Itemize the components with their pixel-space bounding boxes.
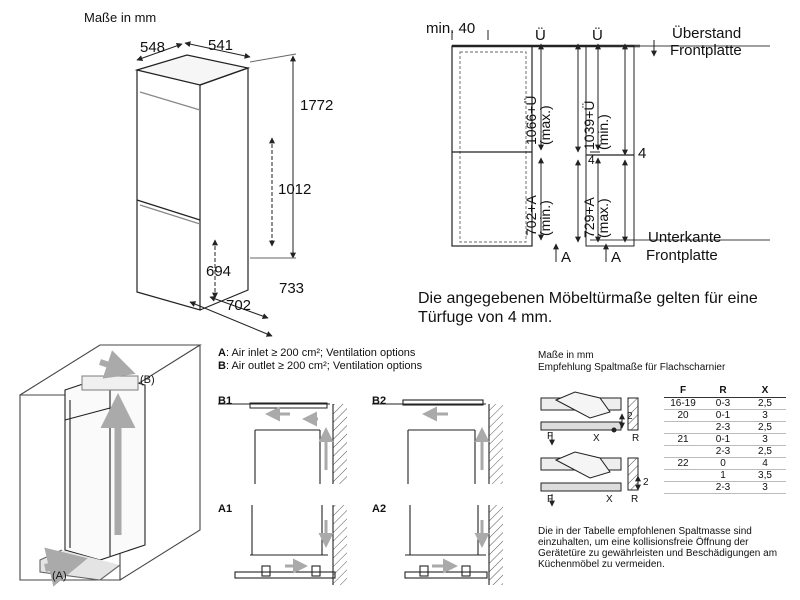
hinge-heading: Maße in mm Empfehlung Spaltmaße für Flac… — [538, 350, 726, 373]
dim-width: 541 — [208, 37, 234, 54]
hinge-label-f-top: F — [547, 431, 554, 442]
vent-label-b: (B) — [140, 374, 155, 386]
col-r: R — [702, 384, 744, 398]
ventilation-legend: A: Air inlet ≥ 200 cm²; Ventilation opti… — [218, 347, 422, 373]
door-front-diagram — [451, 30, 770, 262]
dim-bottom-a: 702 — [226, 297, 252, 314]
a-label-right: A — [611, 249, 622, 266]
overhang-label-2: Frontplatte — [670, 42, 742, 59]
dim-depth: 548 — [140, 39, 166, 56]
u-label-right: Ü — [592, 27, 603, 44]
hinge-detail-drawings — [540, 391, 641, 507]
u-label-left: Ü — [535, 27, 546, 44]
overhang-label-1: Überstand — [672, 25, 742, 42]
unit-label: Maße in mm — [84, 10, 157, 25]
hinge-label-x-top: X — [593, 433, 600, 444]
hinge-label-2-top: 2 — [627, 411, 633, 422]
door-gap-note: Die angegebenen Möbeltürmaße gelten für … — [418, 290, 758, 326]
bottom-edge-label-2: Frontplatte — [646, 247, 718, 264]
section-b1: B1 — [218, 395, 233, 407]
door-gap-label-inner: 4 — [588, 153, 595, 167]
legend-b: B: Air outlet ≥ 200 cm²; Ventilation opt… — [218, 360, 423, 372]
upper-right-dim: 1039+Ü(min.) — [581, 100, 611, 150]
dim-niche-lower: 694 — [206, 263, 232, 280]
gap-table-header: F R X — [664, 384, 786, 398]
col-x: X — [744, 384, 786, 398]
col-f: F — [664, 384, 702, 398]
hinge-label-r-bottom: R — [631, 494, 639, 505]
section-b2: B2 — [372, 395, 387, 407]
dim-height: 1772 — [300, 97, 334, 114]
upper-left-dim: 1066+Ü(max.) — [523, 95, 553, 145]
hinge-label-2-bottom: 2 — [643, 477, 649, 488]
hinge-label-f-bottom: F — [547, 494, 554, 505]
lower-left-dim: 702+A(min.) — [523, 195, 553, 236]
lower-right-dim: 729+A(max.) — [581, 197, 611, 238]
hinge-label-r-top: R — [632, 433, 640, 444]
hinge-note: Die in der Tabelle empfohlenen Spaltmass… — [538, 526, 778, 570]
a-label-left: A — [561, 249, 572, 266]
ventilation-cabinet-drawing — [19, 344, 202, 587]
min-offset-label: min. 40 — [426, 20, 476, 37]
dim-niche-upper: 1012 — [278, 181, 312, 198]
vent-label-a: (A) — [52, 570, 67, 582]
bottom-edge-label-1: Unterkante — [648, 229, 722, 246]
fridge-isometric-drawing — [134, 41, 297, 337]
legend-a: A: Air inlet ≥ 200 cm²; Ventilation opti… — [218, 347, 416, 359]
dim-bottom-b: 733 — [279, 280, 305, 297]
section-a2: A2 — [372, 503, 387, 515]
door-gap-label: 4 — [638, 145, 647, 162]
hinge-label-x-bottom: X — [606, 494, 613, 505]
section-a1: A1 — [218, 503, 233, 515]
ventilation-panels — [218, 399, 503, 585]
